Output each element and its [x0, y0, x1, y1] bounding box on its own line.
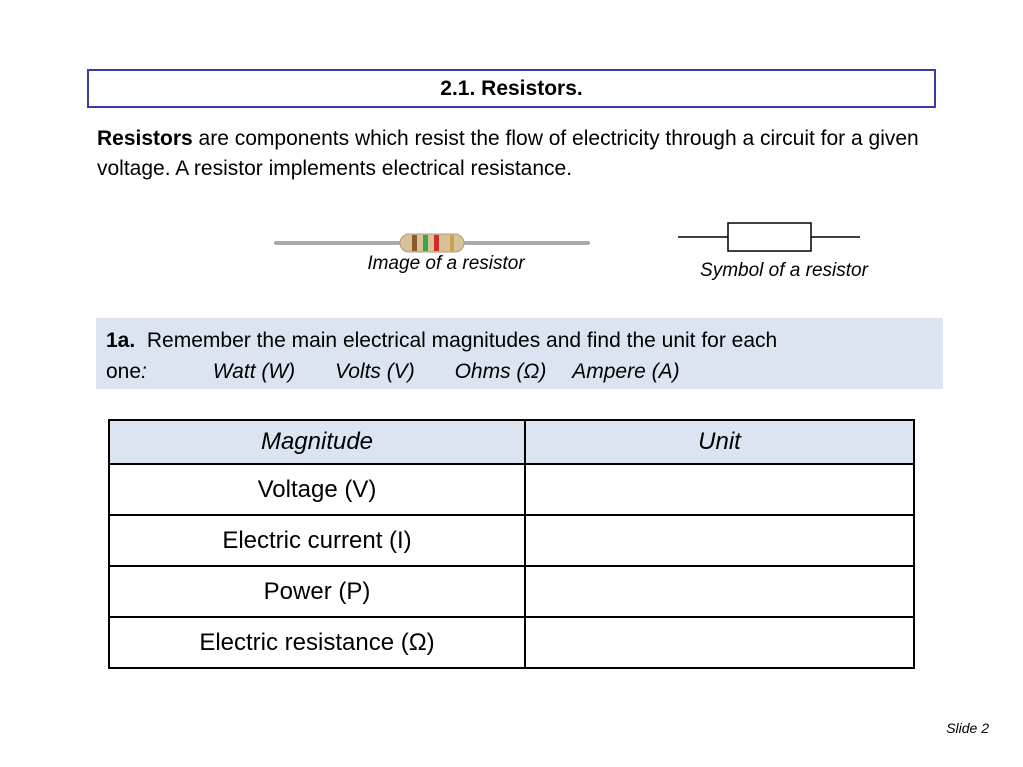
exercise-box: 1a. Remember the main electrical magnitu… — [96, 318, 943, 389]
unit-ampere: Ampere (A) — [572, 360, 680, 383]
magnitude-cell: Electric resistance (Ω) — [108, 616, 526, 669]
table-row: Electric current (I) — [108, 514, 915, 567]
table-header-row: Magnitude Unit — [108, 419, 915, 465]
magnitude-cell: Power (P) — [108, 565, 526, 618]
table-row: Electric resistance (Ω) — [108, 616, 915, 669]
unit-volts: Volts (V) — [335, 360, 415, 383]
magnitude-cell: Electric current (I) — [108, 514, 526, 567]
exercise-line-2: one: Watt (W) Volts (V) Ohms (Ω) Ampere … — [106, 356, 933, 387]
header-unit: Unit — [524, 419, 915, 465]
resistor-image — [274, 233, 590, 253]
exercise-colon: : — [141, 360, 147, 383]
exercise-instruction-end: one — [106, 360, 142, 383]
resistor-symbol-caption: Symbol of a resistor — [700, 260, 868, 281]
resistor-symbol — [678, 222, 860, 252]
intro-term: Resistors — [97, 127, 193, 150]
resistor-band-1 — [412, 235, 417, 251]
exercise-line-1: 1a. Remember the main electrical magnitu… — [106, 325, 933, 356]
unit-cell[interactable] — [524, 514, 915, 567]
intro-text: are components which resist the flow of … — [97, 127, 919, 180]
table-row: Voltage (V) — [108, 463, 915, 516]
unit-cell[interactable] — [524, 565, 915, 618]
resistor-band-2 — [423, 235, 428, 251]
slide-title-text: 2.1. Resistors. — [440, 76, 583, 100]
exercise-instruction: Remember the main electrical magnitudes … — [146, 329, 778, 352]
header-magnitude: Magnitude — [108, 419, 526, 465]
magnitude-cell: Voltage (V) — [108, 463, 526, 516]
magnitude-table: Magnitude Unit Voltage (V) Electric curr… — [108, 419, 915, 669]
exercise-label: 1a. — [106, 329, 136, 352]
resistor-band-4 — [450, 235, 454, 251]
resistor-image-caption: Image of a resistor — [367, 253, 525, 274]
unit-ohms: Ohms (Ω) — [454, 360, 547, 383]
resistor-body — [399, 233, 465, 253]
intro-paragraph: Resistors are components which resist th… — [97, 124, 927, 184]
slide-number: Slide 2 — [946, 720, 989, 736]
unit-cell[interactable] — [524, 616, 915, 669]
unit-cell[interactable] — [524, 463, 915, 516]
resistor-band-3 — [434, 235, 439, 251]
table-row: Power (P) — [108, 565, 915, 618]
unit-watt: Watt (W) — [212, 360, 296, 383]
slide-title: 2.1. Resistors. — [87, 69, 936, 108]
